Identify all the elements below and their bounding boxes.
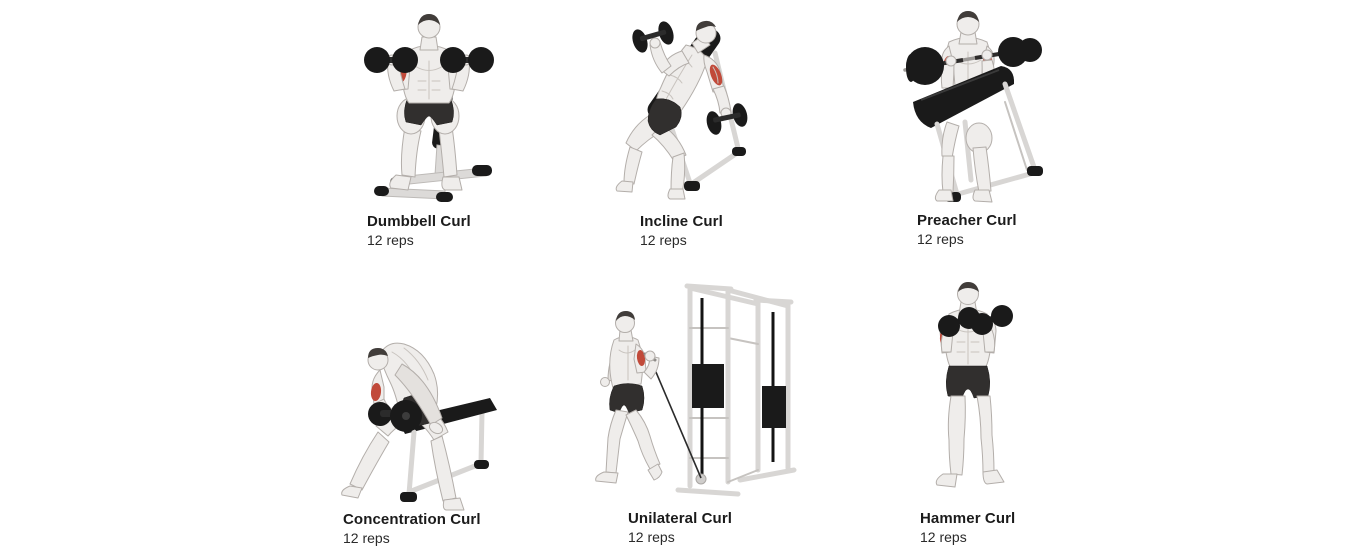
exercise-card-dumbbell-curl: Dumbbell Curl 12 reps xyxy=(340,3,570,253)
exercise-card-unilateral-curl: Unilateral Curl 12 reps xyxy=(588,268,828,548)
exercise-name: Dumbbell Curl xyxy=(367,213,471,230)
hammer-curl-illustration xyxy=(935,282,1013,488)
concentration-curl-illustration xyxy=(341,342,497,511)
exercise-reps: 12 reps xyxy=(628,529,675,545)
exercise-card-hammer-curl: Hammer Curl 12 reps xyxy=(885,278,1115,548)
exercise-reps: 12 reps xyxy=(343,530,390,546)
exercise-name: Concentration Curl xyxy=(343,511,481,528)
exercise-reps: 12 reps xyxy=(367,232,414,248)
exercise-name: Incline Curl xyxy=(640,213,723,230)
incline-dumbbell-curl-illustration xyxy=(615,20,748,200)
exercise-reps: 12 reps xyxy=(917,231,964,247)
cable-unilateral-curl-illustration xyxy=(595,283,797,497)
exercise-reps: 12 reps xyxy=(920,529,967,545)
exercise-name: Unilateral Curl xyxy=(628,510,733,527)
exercise-name: Hammer Curl xyxy=(920,510,1016,527)
exercise-card-preacher-curl: Preacher Curl 12 reps xyxy=(885,2,1115,252)
exercise-card-concentration-curl: Concentration Curl 12 reps xyxy=(330,308,570,548)
exercise-card-incline-curl: Incline Curl 12 reps xyxy=(600,3,830,253)
preacher-curl-illustration xyxy=(903,11,1043,203)
exercise-reps: 12 reps xyxy=(640,232,687,248)
seated-dumbbell-curl-illustration xyxy=(364,14,494,202)
exercise-name: Preacher Curl xyxy=(917,212,1017,229)
